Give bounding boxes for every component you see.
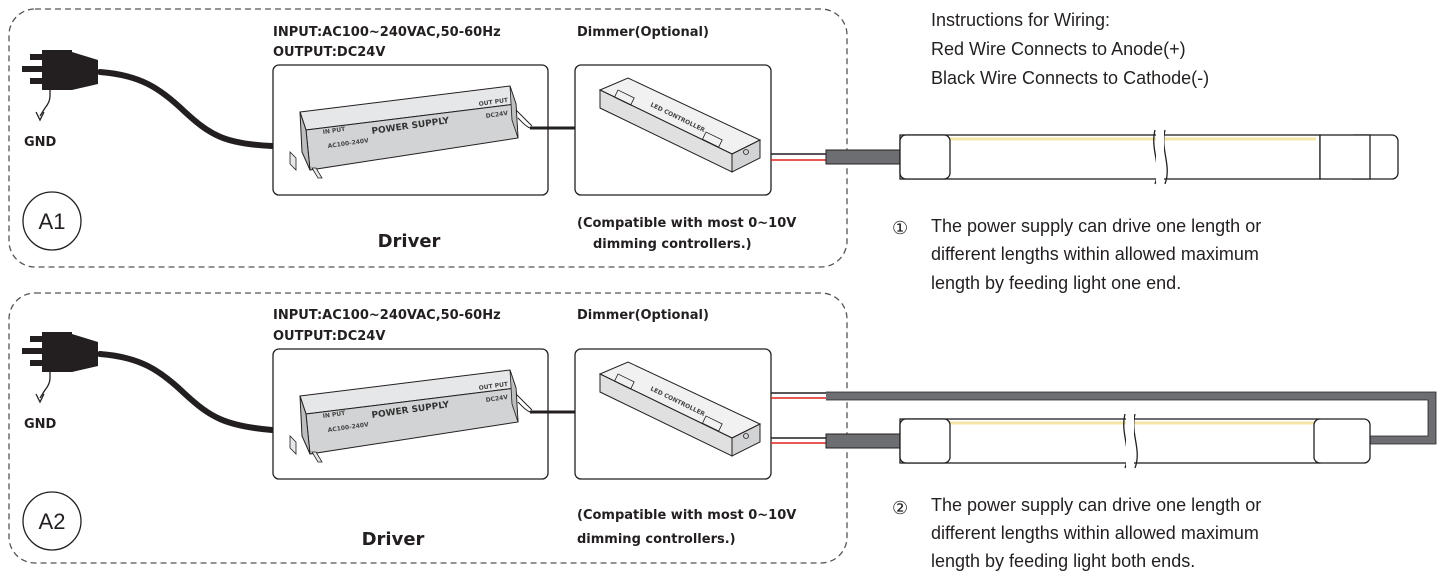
note-1-number: ① <box>892 218 908 238</box>
psu-input-text: IN PUT <box>322 126 346 136</box>
dimmer-label: Dimmer(Optional) <box>577 25 709 40</box>
panel-a2-frame <box>8 292 848 564</box>
end-cap-right <box>1313 418 1371 464</box>
power-cord <box>97 69 275 149</box>
psu-output-value-text: DC24V <box>485 394 508 404</box>
input-spec-label: INPUT:AC100~240VAC,50-60Hz <box>273 308 501 323</box>
panel-a1: GND INPUT:AC100~240VAC,50-60Hz OUTPUT:DC… <box>8 8 1399 268</box>
note-1: ① The power supply can drive one length … <box>892 216 1261 293</box>
compatibility-note-line2: dimming controllers.) <box>593 237 752 252</box>
input-spec-label: INPUT:AC100~240VAC,50-60Hz <box>273 25 501 40</box>
driver-label: Driver <box>378 231 441 252</box>
wiring-instructions: Instructions for Wiring: Red Wire Connec… <box>931 10 1209 88</box>
panel-a2: GND INPUT:AC100~240VAC,50-60Hz OUTPUT:DC… <box>8 292 1437 564</box>
strip-cable <box>825 149 907 165</box>
note-2-line1: The power supply can drive one length or <box>931 495 1261 515</box>
end-cap-left <box>899 134 951 180</box>
led-strip-icon <box>825 413 1371 469</box>
gnd-label: GND <box>24 417 57 432</box>
panel-a2-badge <box>22 491 82 551</box>
led-controller-icon: LED CONTROLLER <box>598 77 762 173</box>
ground-arrow-icon <box>35 362 51 404</box>
note-1-line3: length by feeding light one end. <box>931 273 1181 293</box>
panel-a1-frame <box>8 8 848 268</box>
panel-a1-badge <box>22 191 82 251</box>
panel-a1-badge-label: A1 <box>39 209 66 234</box>
power-supply-icon: POWER SUPPLY IN PUT AC100-240V OUT PUT D… <box>289 85 533 179</box>
psu-output-text: OUT PUT <box>478 97 509 108</box>
dimmer-label: Dimmer(Optional) <box>577 308 709 323</box>
strip-cable <box>825 433 907 449</box>
compatibility-note-line1: (Compatible with most 0~10V <box>577 216 796 231</box>
instructions-title: Instructions for Wiring: <box>931 10 1110 30</box>
note-1-line1: The power supply can drive one length or <box>931 216 1261 236</box>
note-2-number: ② <box>892 498 908 518</box>
psu-output-value-text: DC24V <box>485 110 508 120</box>
plug-icon <box>22 332 275 433</box>
note-1-line2: different lengths within allowed maximum <box>931 244 1259 264</box>
return-cable <box>826 392 1436 444</box>
psu-output-text: OUT PUT <box>478 381 509 392</box>
power-cord <box>97 351 275 433</box>
driver-label: Driver <box>362 529 425 550</box>
note-2-line3: length by feeding light both ends. <box>931 551 1195 571</box>
compatibility-note-line1: (Compatible with most 0~10V <box>577 508 796 523</box>
instructions-red-wire: Red Wire Connects to Anode(+) <box>931 39 1186 59</box>
note-2-line2: different lengths within allowed maximum <box>931 523 1259 543</box>
gnd-label: GND <box>24 135 57 150</box>
end-cap-left <box>899 418 951 464</box>
output-spec-label: OUTPUT:DC24V <box>273 45 385 60</box>
led-strip-icon <box>825 129 1399 185</box>
panel-a2-badge-label: A2 <box>39 509 66 534</box>
psu-input-text: IN PUT <box>322 410 346 420</box>
power-supply-icon: POWER SUPPLY IN PUT AC100-240V OUT PUT D… <box>289 369 533 463</box>
instructions-black-wire: Black Wire Connects to Cathode(-) <box>931 68 1209 88</box>
ground-arrow-icon <box>35 80 51 122</box>
compatibility-note-line2: dimming controllers.) <box>577 532 736 547</box>
plug-icon <box>22 50 275 149</box>
output-spec-label: OUTPUT:DC24V <box>273 329 385 344</box>
note-2: ② The power supply can drive one length … <box>892 495 1261 571</box>
